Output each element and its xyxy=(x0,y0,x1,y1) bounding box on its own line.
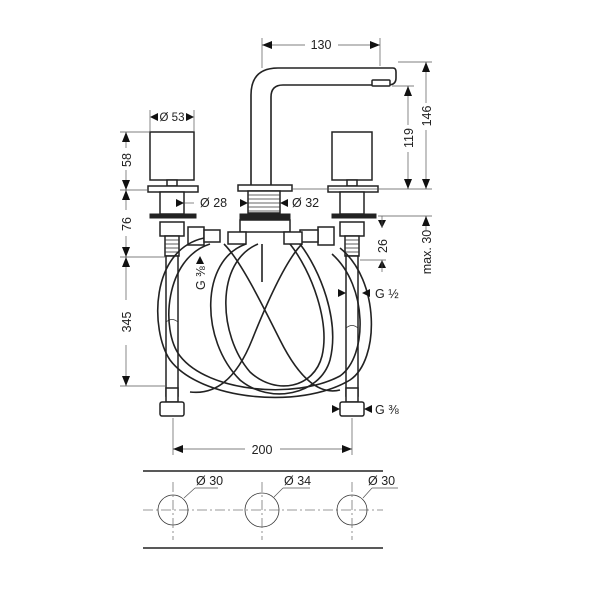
hole-right xyxy=(336,482,398,540)
dimension-left-stack xyxy=(120,131,166,387)
dimension-spout-heights xyxy=(292,61,432,190)
left-handle xyxy=(147,131,199,219)
label-thread-depth: 26 xyxy=(376,239,390,253)
dimension-spout-reach xyxy=(261,38,381,68)
spout-shank xyxy=(247,190,281,214)
dimension-handle-diameter xyxy=(149,110,195,132)
label-handle-diameter: Ø 53 xyxy=(160,112,185,124)
supply-hoses xyxy=(156,237,373,399)
label-hole-right-diameter: Ø 30 xyxy=(368,474,395,488)
label-outlet-thread-right: G ⅜ xyxy=(375,403,399,417)
hole-pattern-plan xyxy=(143,470,398,549)
label-hole-center-diameter: Ø 34 xyxy=(284,474,311,488)
label-spout-shank-diameter: Ø 32 xyxy=(292,196,319,210)
label-hose-length: 345 xyxy=(120,312,134,333)
label-handle-spacing: 200 xyxy=(252,443,273,457)
dimension-thread-and-deck xyxy=(360,215,432,272)
right-handle xyxy=(327,131,379,219)
dimension-shank-diameters xyxy=(176,199,288,207)
spout xyxy=(237,67,397,220)
hose-end-nuts xyxy=(159,387,365,417)
label-spout-reach: 130 xyxy=(311,38,332,52)
label-max-deck-thickness: max. 30 xyxy=(420,230,434,275)
label-handle-shank-diameter: Ø 28 xyxy=(200,196,227,210)
thread-callouts xyxy=(196,256,372,413)
label-hose-thread-right: G ½ xyxy=(375,287,399,301)
valve-bodies xyxy=(159,219,365,282)
label-handle-height: 58 xyxy=(120,153,134,167)
hole-center xyxy=(244,482,310,540)
label-body-height: 76 xyxy=(120,217,134,231)
dimension-handle-spacing xyxy=(172,418,353,455)
hole-left xyxy=(157,482,218,540)
label-inlet-thread-left: G ⅜ xyxy=(194,266,208,290)
label-hole-left-diameter: Ø 30 xyxy=(196,474,223,488)
label-spout-outlet-height: 119 xyxy=(402,128,416,148)
label-spout-total-height: 146 xyxy=(420,106,434,127)
